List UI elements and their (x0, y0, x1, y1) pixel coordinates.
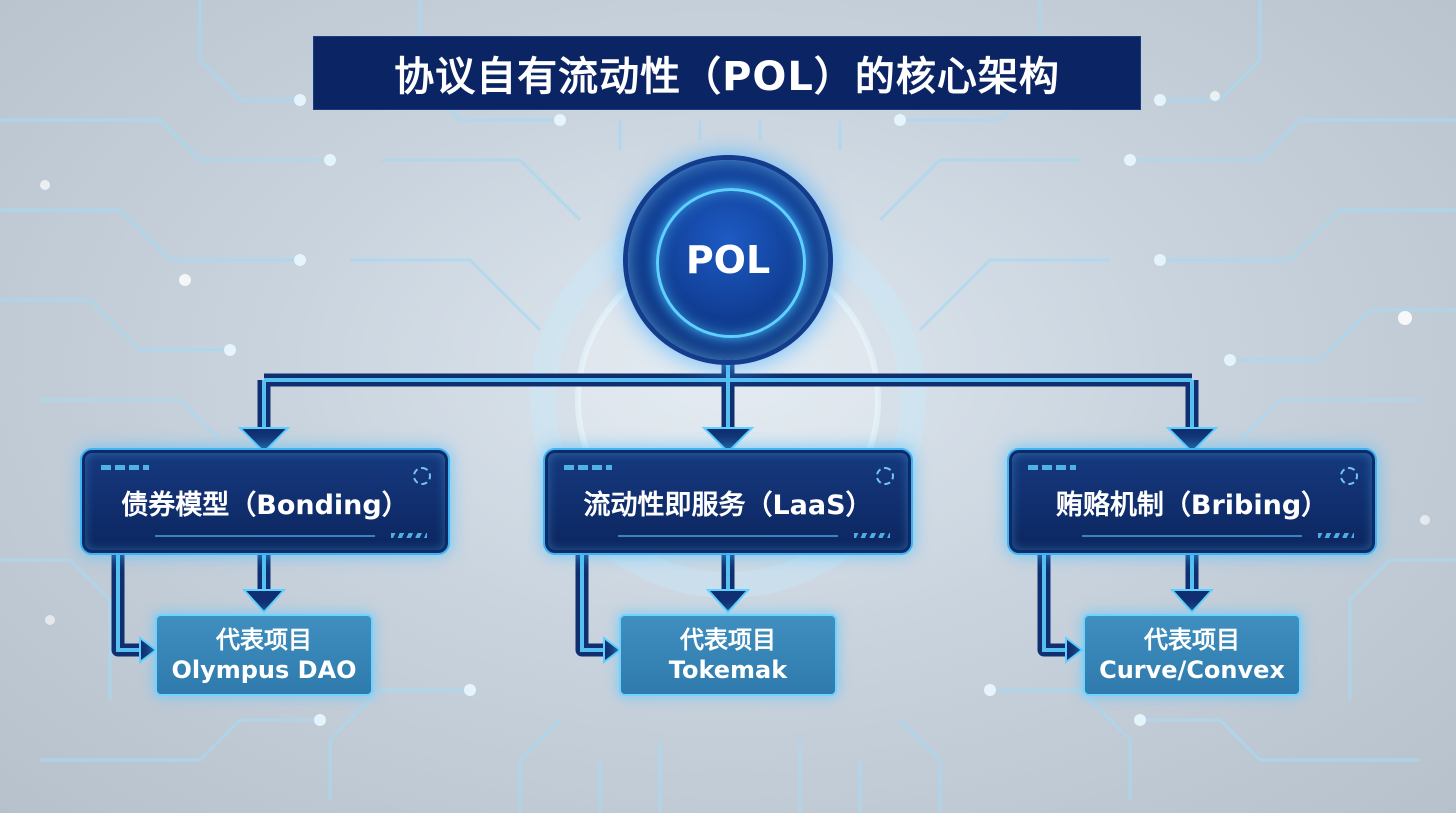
project-name: Olympus DAO (171, 656, 357, 684)
project-name: Tokemak (668, 656, 788, 684)
page-title: 协议自有流动性（POL）的核心架构 (394, 54, 1060, 100)
project-caption: 代表项目 (216, 626, 312, 654)
decorative-line (1082, 535, 1302, 537)
decorative-dashes (1028, 465, 1076, 470)
decorative-hatch (854, 533, 890, 538)
project-box-curve-convex: 代表项目 Curve/Convex (1083, 614, 1301, 696)
decorative-hatch (1318, 533, 1354, 538)
project-caption: 代表项目 (680, 626, 776, 654)
project-box-tokemak: 代表项目 Tokemak (619, 614, 837, 696)
gear-icon (876, 467, 894, 485)
project-caption: 代表项目 (1144, 626, 1240, 654)
pol-ring (656, 188, 806, 338)
mechanism-box-bribing: 贿赂机制（Bribing） (1009, 450, 1375, 553)
mechanism-label: 债券模型（Bonding） (121, 490, 409, 521)
pol-root-node: POL (628, 160, 828, 360)
gear-icon (413, 467, 431, 485)
mechanism-label: 贿赂机制（Bribing） (1055, 490, 1329, 521)
decorative-dashes (564, 465, 612, 470)
decorative-line (618, 535, 838, 537)
title-banner: 协议自有流动性（POL）的核心架构 (314, 37, 1140, 109)
mechanism-box-bonding: 债券模型（Bonding） (82, 450, 448, 553)
project-name: Curve/Convex (1099, 656, 1285, 684)
decorative-dashes (101, 465, 149, 470)
project-box-olympus: 代表项目 Olympus DAO (155, 614, 373, 696)
pol-label: POL (685, 238, 771, 282)
gear-icon (1340, 467, 1358, 485)
mechanism-label: 流动性即服务（LaaS） (583, 490, 873, 521)
decorative-hatch (391, 533, 427, 538)
mechanism-box-laas: 流动性即服务（LaaS） (545, 450, 911, 553)
decorative-line (155, 535, 375, 537)
